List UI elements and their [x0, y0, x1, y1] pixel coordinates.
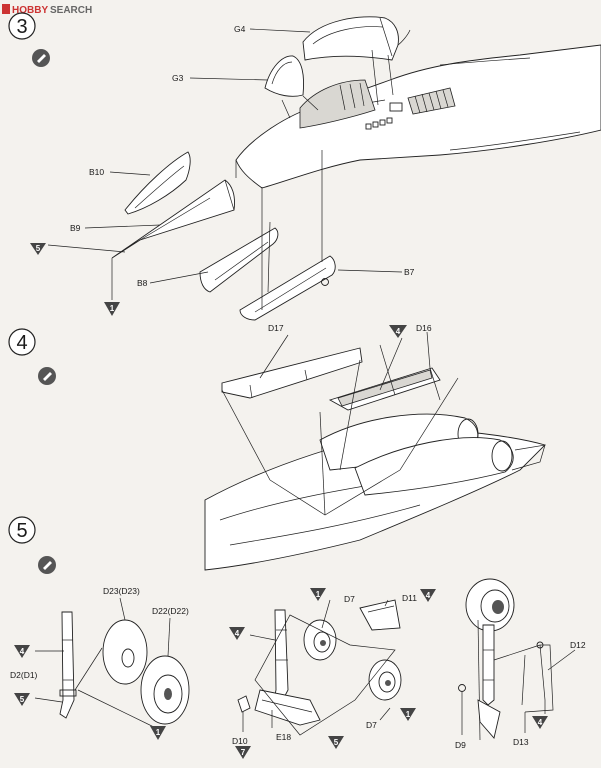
- svg-text:1: 1: [406, 710, 411, 719]
- marker-b-5-triangle: 5: [328, 736, 344, 749]
- label-b10: B10: [89, 167, 104, 177]
- wheel-lower: [368, 659, 402, 701]
- side-gear-strut: [482, 624, 495, 706]
- part-d22-wheel: [140, 655, 190, 725]
- label-d17: D17: [268, 323, 284, 333]
- marker-b-7-triangle: 7: [235, 746, 251, 759]
- svg-text:5: 5: [36, 244, 41, 253]
- part-g4-canopy: [302, 16, 399, 61]
- marker-a-4-triangle: 4: [14, 645, 30, 658]
- watermark-brand-a: HOBBY: [12, 5, 48, 16]
- wheel-upper: [303, 619, 337, 661]
- part-g3-windscreen: [264, 55, 304, 97]
- main-gear-strut: [273, 609, 289, 706]
- svg-text:4: 4: [235, 629, 240, 638]
- label-e18: E18: [276, 732, 291, 742]
- label-d7-lower: D7: [366, 720, 377, 730]
- side-gear-assembly: [458, 578, 576, 741]
- marker-b-4-triangle: 4: [229, 627, 245, 640]
- label-d13: D13: [513, 737, 529, 747]
- label-b7: B7: [404, 267, 415, 277]
- glue-brush-icon: [43, 372, 52, 381]
- part-b7-lower-panel: [239, 255, 336, 321]
- marker-b-1-top-triangle: 1: [310, 588, 326, 601]
- svg-text:4: 4: [20, 647, 25, 656]
- glue-brush-icon: [37, 54, 46, 63]
- marker-a-5-triangle: 5: [14, 693, 30, 706]
- svg-text:1: 1: [316, 590, 321, 599]
- marker-4-triangle: 4: [389, 325, 407, 338]
- side-gear-wheel: [465, 578, 515, 632]
- main-gear-assembly: [237, 599, 402, 736]
- label-d2: D2(D1): [10, 670, 38, 680]
- label-d12: D12: [570, 640, 586, 650]
- intake-vents: [407, 87, 456, 115]
- svg-text:1: 1: [110, 304, 115, 313]
- label-d16: D16: [416, 323, 432, 333]
- step-5-number: 5: [16, 520, 27, 542]
- marker-b-1-triangle: 1: [400, 708, 416, 721]
- step-5: 5 D23(D23) D22(D22) D2(D1) 4: [8, 516, 586, 759]
- part-b8-lower-panel: [199, 227, 279, 293]
- svg-text:1: 1: [156, 728, 161, 737]
- marker-c-4-triangle: 4: [532, 716, 548, 729]
- part-d17-panel: [221, 347, 363, 399]
- panel-marks: [365, 102, 403, 130]
- step-3-circle: [8, 12, 36, 40]
- svg-text:5: 5: [334, 738, 339, 747]
- glue-brush-icon: [43, 561, 52, 570]
- label-d10: D10: [232, 736, 248, 746]
- label-g4: G4: [234, 24, 246, 34]
- svg-text:5: 5: [20, 695, 25, 704]
- svg-text:7: 7: [241, 748, 246, 757]
- marker-b-4b-triangle: 4: [420, 589, 436, 602]
- step-3: 3: [8, 12, 601, 321]
- label-b9: B9: [70, 223, 81, 233]
- watermark-logo-icon: [2, 4, 10, 14]
- svg-text:4: 4: [396, 327, 401, 336]
- watermark-brand-b: SEARCH: [50, 5, 92, 16]
- marker-5-inverted-triangle: 5: [30, 243, 46, 255]
- part-d10-bracket: [237, 695, 251, 713]
- step-4-circle: [8, 328, 36, 356]
- svg-text:4: 4: [426, 591, 431, 600]
- gear-strut: [59, 611, 75, 719]
- marker-1-triangle: 1: [104, 302, 120, 316]
- part-d11-door: [359, 599, 401, 631]
- part-b10-nose-upper: [124, 151, 191, 215]
- svg-text:4: 4: [538, 718, 543, 727]
- gear-link: [254, 689, 321, 726]
- label-d22: D22(D22): [152, 606, 189, 616]
- label-d11: D11: [402, 593, 417, 603]
- step-4-number: 4: [16, 332, 27, 354]
- part-b9-nose-cone: [111, 179, 235, 259]
- label-d23: D23(D23): [103, 586, 140, 596]
- nose-gear-assembly: [34, 597, 190, 731]
- cockpit-tub: [299, 79, 376, 129]
- label-d9: D9: [455, 740, 466, 750]
- side-gear-door: [477, 699, 501, 739]
- label-d7-upper: D7: [344, 594, 355, 604]
- label-b8: B8: [137, 278, 148, 288]
- step-3-number: 3: [16, 16, 27, 38]
- step-4: 4 D17 D16 4: [8, 323, 546, 571]
- label-g3: G3: [172, 73, 184, 83]
- step-5-circle: [8, 516, 36, 544]
- watermark: HOBBY SEARCH: [2, 4, 92, 16]
- part-d23-wheel: [102, 619, 148, 685]
- engine-nacelle-lower: [354, 437, 514, 496]
- marker-a-1-triangle: 1: [150, 726, 166, 740]
